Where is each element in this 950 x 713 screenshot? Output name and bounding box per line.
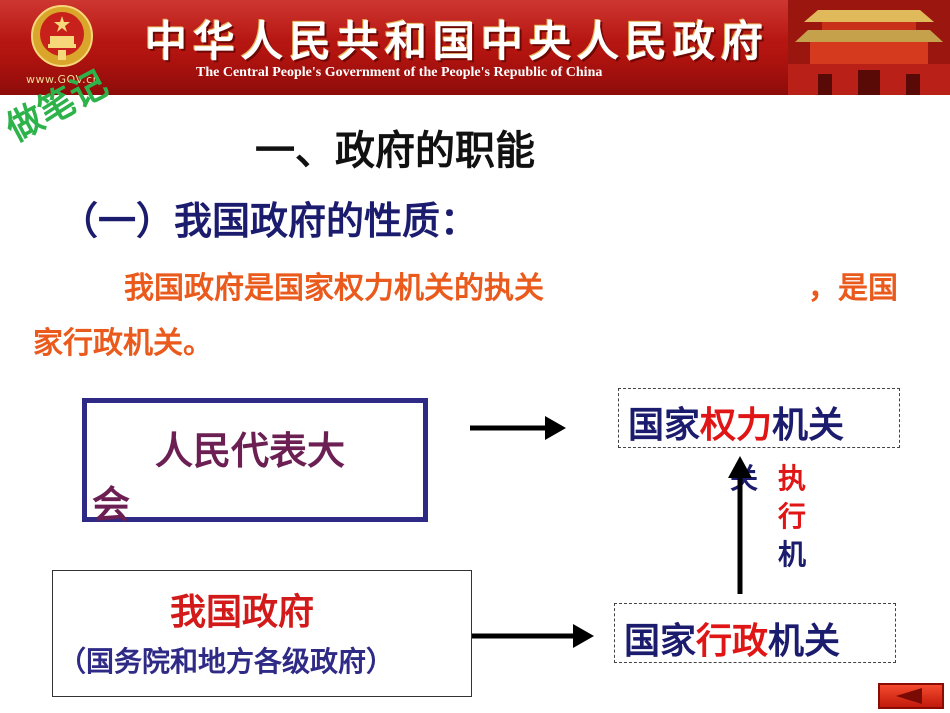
admin-organ-part3: 机关 xyxy=(768,621,841,662)
relation-char-xing: 行 xyxy=(778,500,807,533)
back-triangle-icon xyxy=(896,688,922,704)
npc-label-line1: 人民代表大 xyxy=(155,429,346,473)
admin-organ-part1: 国家 xyxy=(624,621,697,662)
header-banner: www.GOV.cn 中华人民共和国中央人民政府 The Central Peo… xyxy=(0,0,950,95)
power-organ-part2: 权力 xyxy=(700,405,773,446)
subsection-heading: （一）我国政府的性质： xyxy=(60,199,479,243)
government-note: （国务院和地方各级政府） xyxy=(58,645,395,678)
definition-line2: 家行政机关。 xyxy=(33,326,213,361)
admin-organ-box xyxy=(614,603,896,663)
site-url: www.GOV.cn xyxy=(26,73,101,86)
admin-organ-label: 国家行政机关 xyxy=(624,612,840,664)
back-button[interactable] xyxy=(878,683,944,709)
power-organ-part3: 机关 xyxy=(772,405,845,446)
power-organ-part1: 国家 xyxy=(628,405,701,446)
npc-label-line2: 会 xyxy=(92,483,131,527)
admin-organ-part2: 行政 xyxy=(696,621,769,662)
relation-char-ji: 机 xyxy=(778,538,807,571)
banner-title: 中华人民共和国中央人民政府 xyxy=(145,17,770,66)
arrow-admin-to-power xyxy=(728,456,752,594)
tiananmen-gate-icon xyxy=(788,0,950,95)
power-organ-label: 国家权力机关 xyxy=(628,396,844,448)
section-heading: 一、政府的职能 xyxy=(255,128,535,174)
national-emblem-icon xyxy=(31,5,93,67)
arrow-gov-to-admin xyxy=(472,624,594,648)
government-label: 我国政府 xyxy=(170,592,315,633)
definition-line1: 我国政府是国家权力机关的执关 xyxy=(124,271,544,306)
npc-box xyxy=(82,398,428,522)
power-organ-box xyxy=(618,388,900,448)
government-box xyxy=(52,570,472,697)
relation-char-zhi: 执 xyxy=(778,462,807,495)
definition-line1-end: ，是国 xyxy=(808,271,898,306)
arrow-npc-to-power xyxy=(470,416,566,440)
banner-subtitle: The Central People's Government of the P… xyxy=(196,65,603,80)
